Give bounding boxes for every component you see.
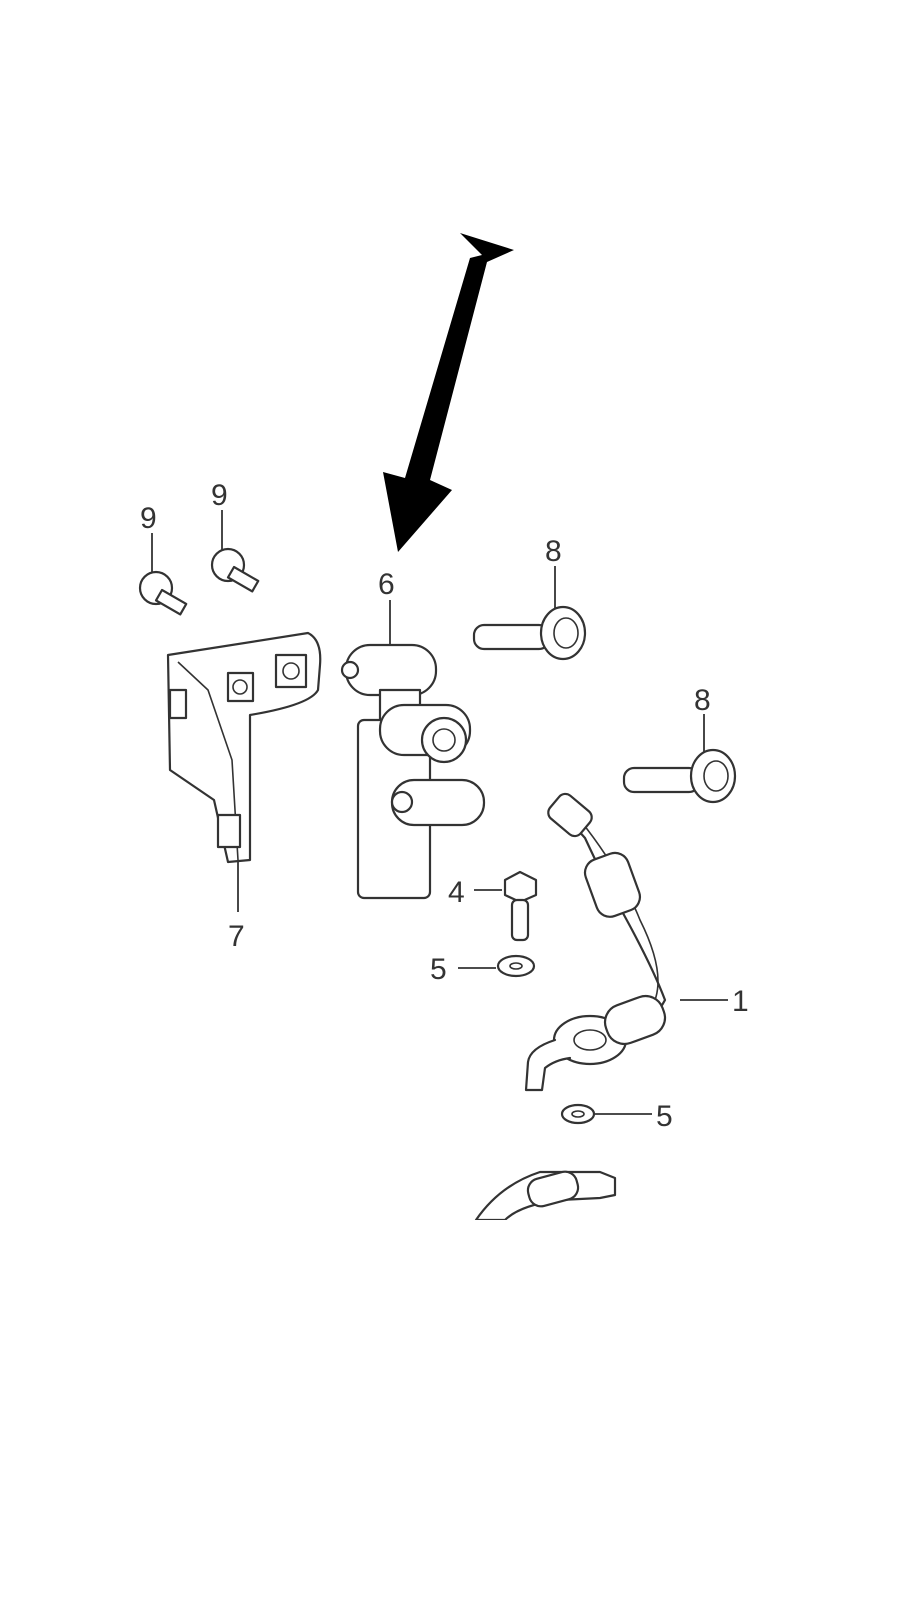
bolt-9-left	[138, 533, 188, 616]
callout-5-lower: 5	[656, 1100, 673, 1133]
bolt-4	[474, 870, 538, 942]
callout-9-right: 9	[211, 479, 228, 512]
bracket-7	[166, 631, 322, 912]
callout-5-upper: 5	[430, 953, 447, 986]
bolt-9-right	[210, 510, 260, 593]
callout-6: 6	[378, 568, 395, 601]
bolt-8-upper	[472, 566, 587, 661]
hose-1	[524, 792, 728, 1092]
callout-8-lower: 8	[694, 684, 711, 717]
callout-8-upper: 8	[545, 535, 562, 568]
callout-9-left: 9	[140, 502, 157, 535]
callout-1: 1	[732, 985, 749, 1018]
washer-5-upper	[458, 954, 536, 978]
bolt-8-lower	[622, 714, 737, 804]
bracket-6	[340, 600, 486, 900]
hose-partial	[470, 1170, 630, 1232]
washer-5-lower	[560, 1103, 652, 1125]
callout-4: 4	[448, 876, 465, 909]
callout-7: 7	[228, 920, 245, 953]
pointer-arrow	[383, 233, 514, 552]
